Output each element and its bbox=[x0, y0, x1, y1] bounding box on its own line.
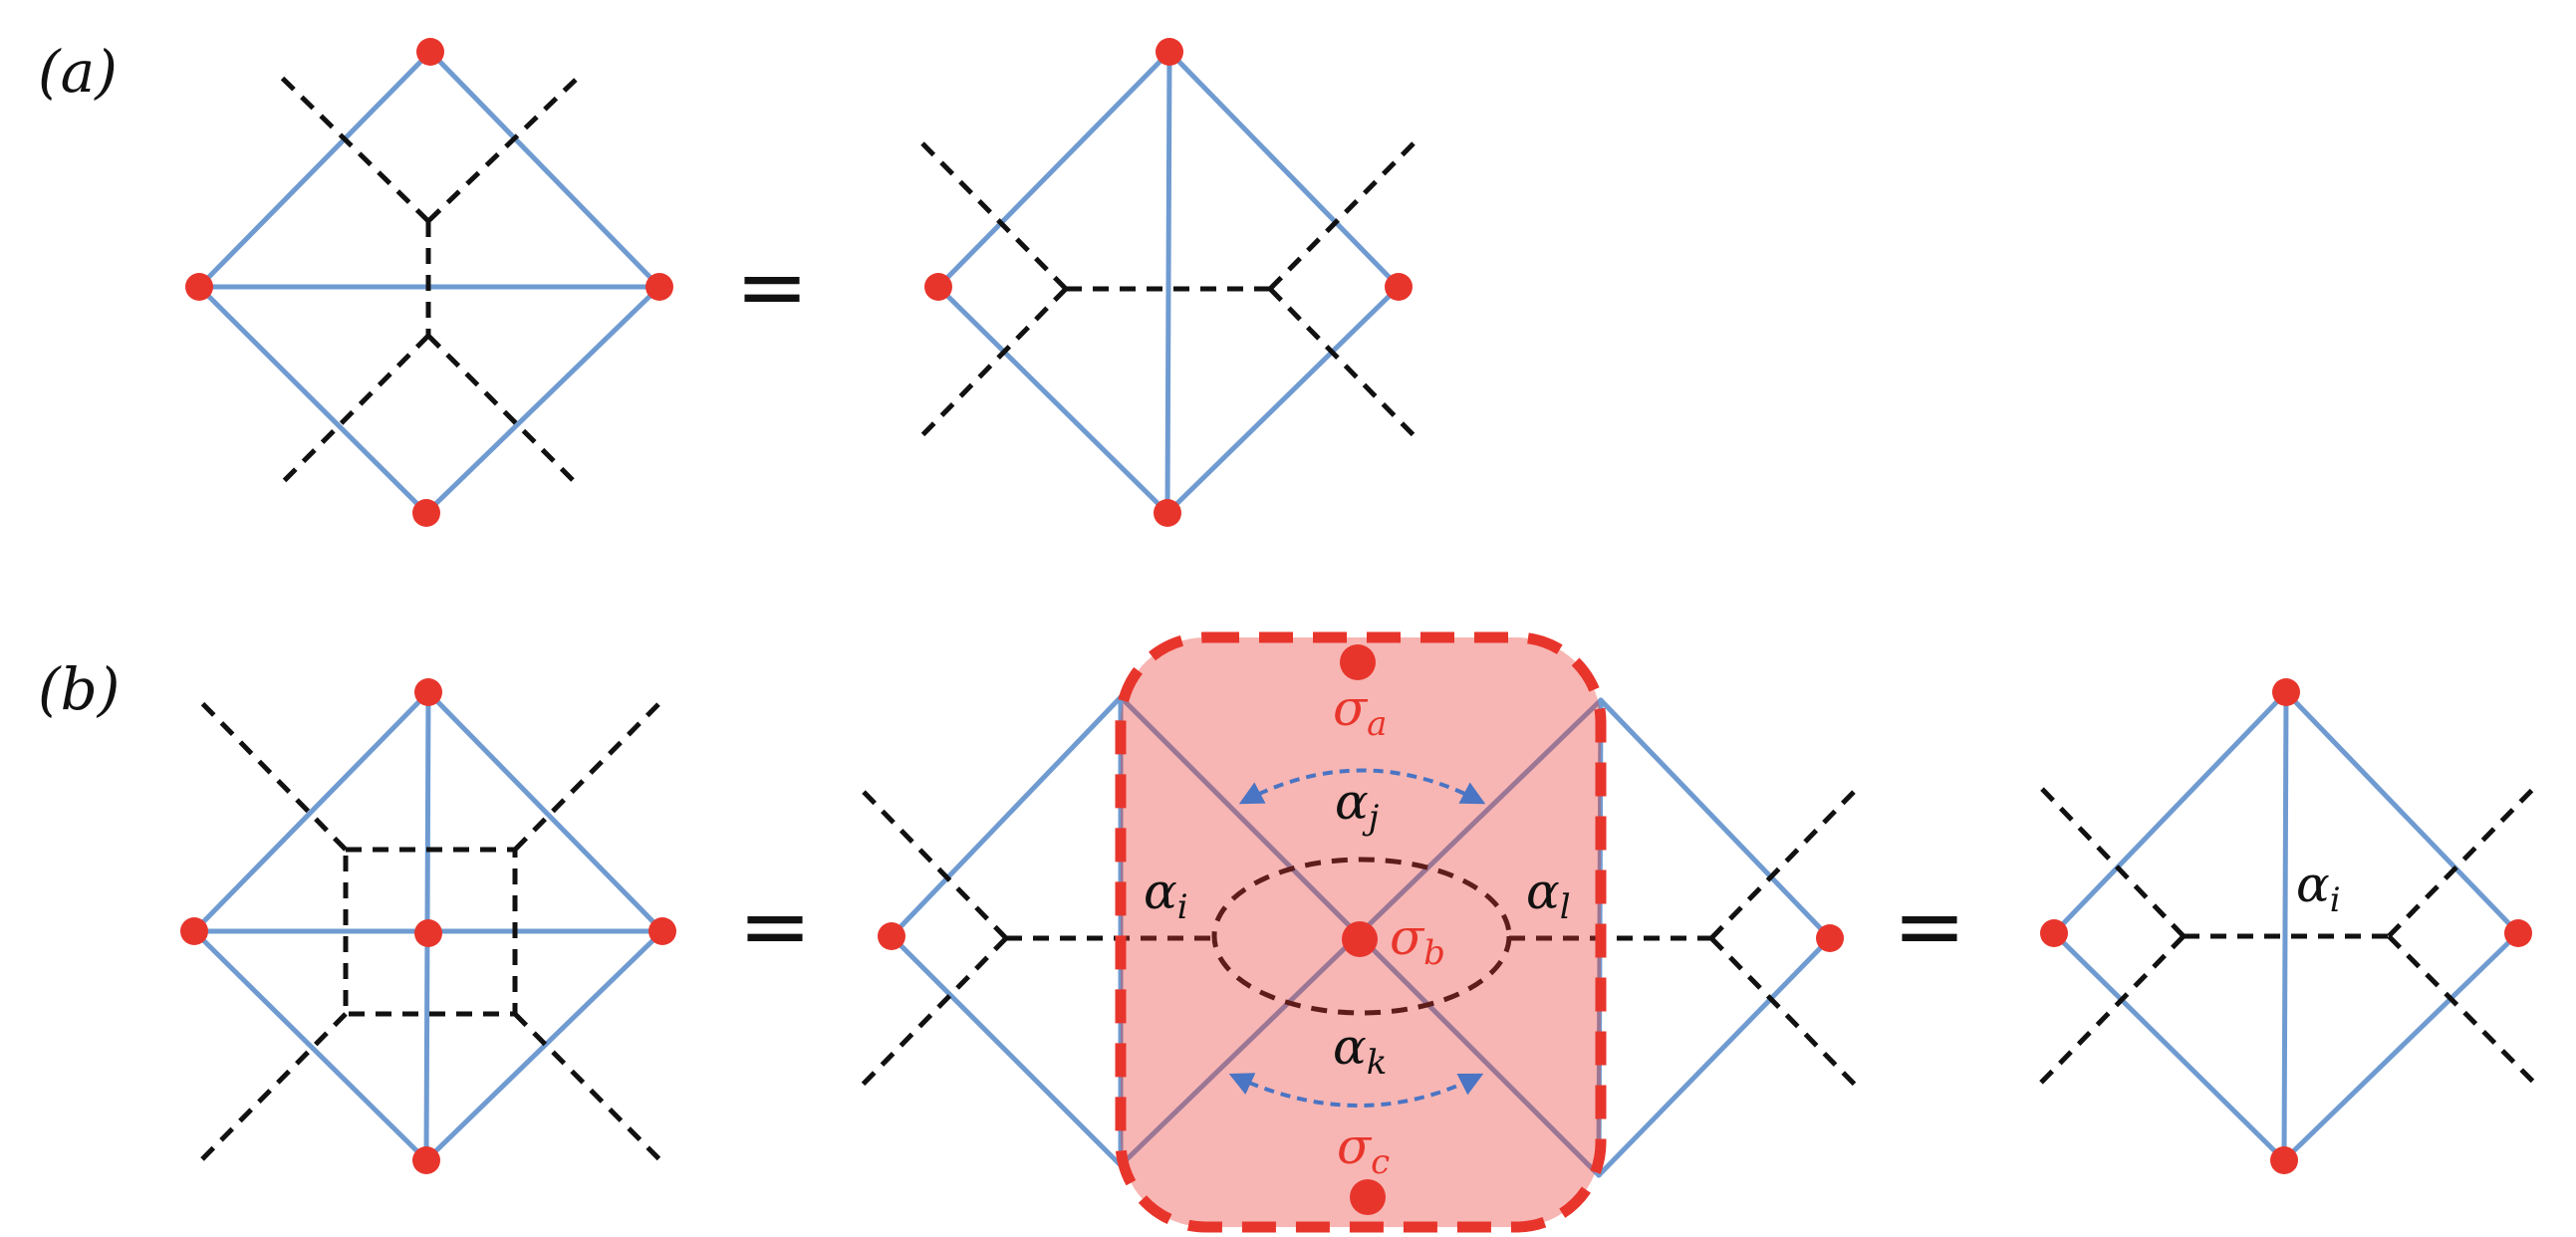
dual-lines bbox=[197, 698, 664, 1164]
vertex bbox=[2270, 1146, 2298, 1174]
panel-a-right-diagram bbox=[919, 38, 1417, 527]
vertex bbox=[1156, 38, 1183, 66]
curved-arrow-top bbox=[1238, 768, 1486, 805]
vertex bbox=[414, 678, 442, 706]
vertex bbox=[414, 919, 442, 947]
alpha-i-label: αi bbox=[2296, 856, 2341, 920]
vertex bbox=[878, 922, 905, 950]
vertex bbox=[1340, 644, 1376, 680]
vertex bbox=[648, 917, 676, 945]
vertex bbox=[2504, 919, 2532, 947]
alpha-i-label: αi bbox=[1144, 863, 1188, 927]
sigma-c-label: σc bbox=[1337, 1117, 1390, 1182]
vertex bbox=[1385, 273, 1413, 301]
vertex bbox=[2040, 919, 2068, 947]
vertex bbox=[924, 273, 952, 301]
panel-b-right-diagram: αi bbox=[2038, 678, 2537, 1174]
equals-sign: = bbox=[735, 235, 809, 338]
equals-sign: = bbox=[1893, 874, 1966, 977]
vertex bbox=[1154, 499, 1181, 527]
curved-arrow-bottom bbox=[1228, 1073, 1484, 1108]
equals-sign: = bbox=[738, 874, 812, 977]
vertex bbox=[412, 1146, 440, 1174]
alpha-l-label: αl bbox=[1526, 863, 1571, 927]
vertex bbox=[1816, 924, 1844, 952]
dual-lines bbox=[919, 140, 1417, 438]
panel-b-left-diagram bbox=[180, 678, 676, 1174]
vertex bbox=[185, 273, 213, 301]
edges bbox=[2051, 689, 2521, 1163]
sigma-b-label: σb bbox=[1390, 908, 1445, 973]
vertex bbox=[1342, 921, 1378, 957]
vertex bbox=[1350, 1179, 1386, 1215]
dual-lines bbox=[860, 788, 1858, 1088]
panel-b-middle-diagram: σa σb σc αi αj αk αl bbox=[860, 631, 1858, 1233]
panel-a-label: (a) bbox=[38, 38, 118, 106]
vertex bbox=[416, 38, 444, 66]
dual-lines bbox=[2038, 785, 2537, 1086]
sigma-a-label: σa bbox=[1333, 679, 1387, 744]
dual-lines bbox=[280, 76, 580, 485]
vertex bbox=[645, 273, 673, 301]
vertex bbox=[180, 917, 208, 945]
alpha-k-label: αk bbox=[1333, 1018, 1387, 1083]
vertex bbox=[2272, 678, 2300, 706]
edges bbox=[935, 49, 1402, 516]
panel-a-left-diagram bbox=[185, 38, 673, 527]
alpha-j-label: αj bbox=[1335, 773, 1380, 838]
panel-b-label: (b) bbox=[38, 655, 120, 723]
vertex bbox=[412, 499, 440, 527]
